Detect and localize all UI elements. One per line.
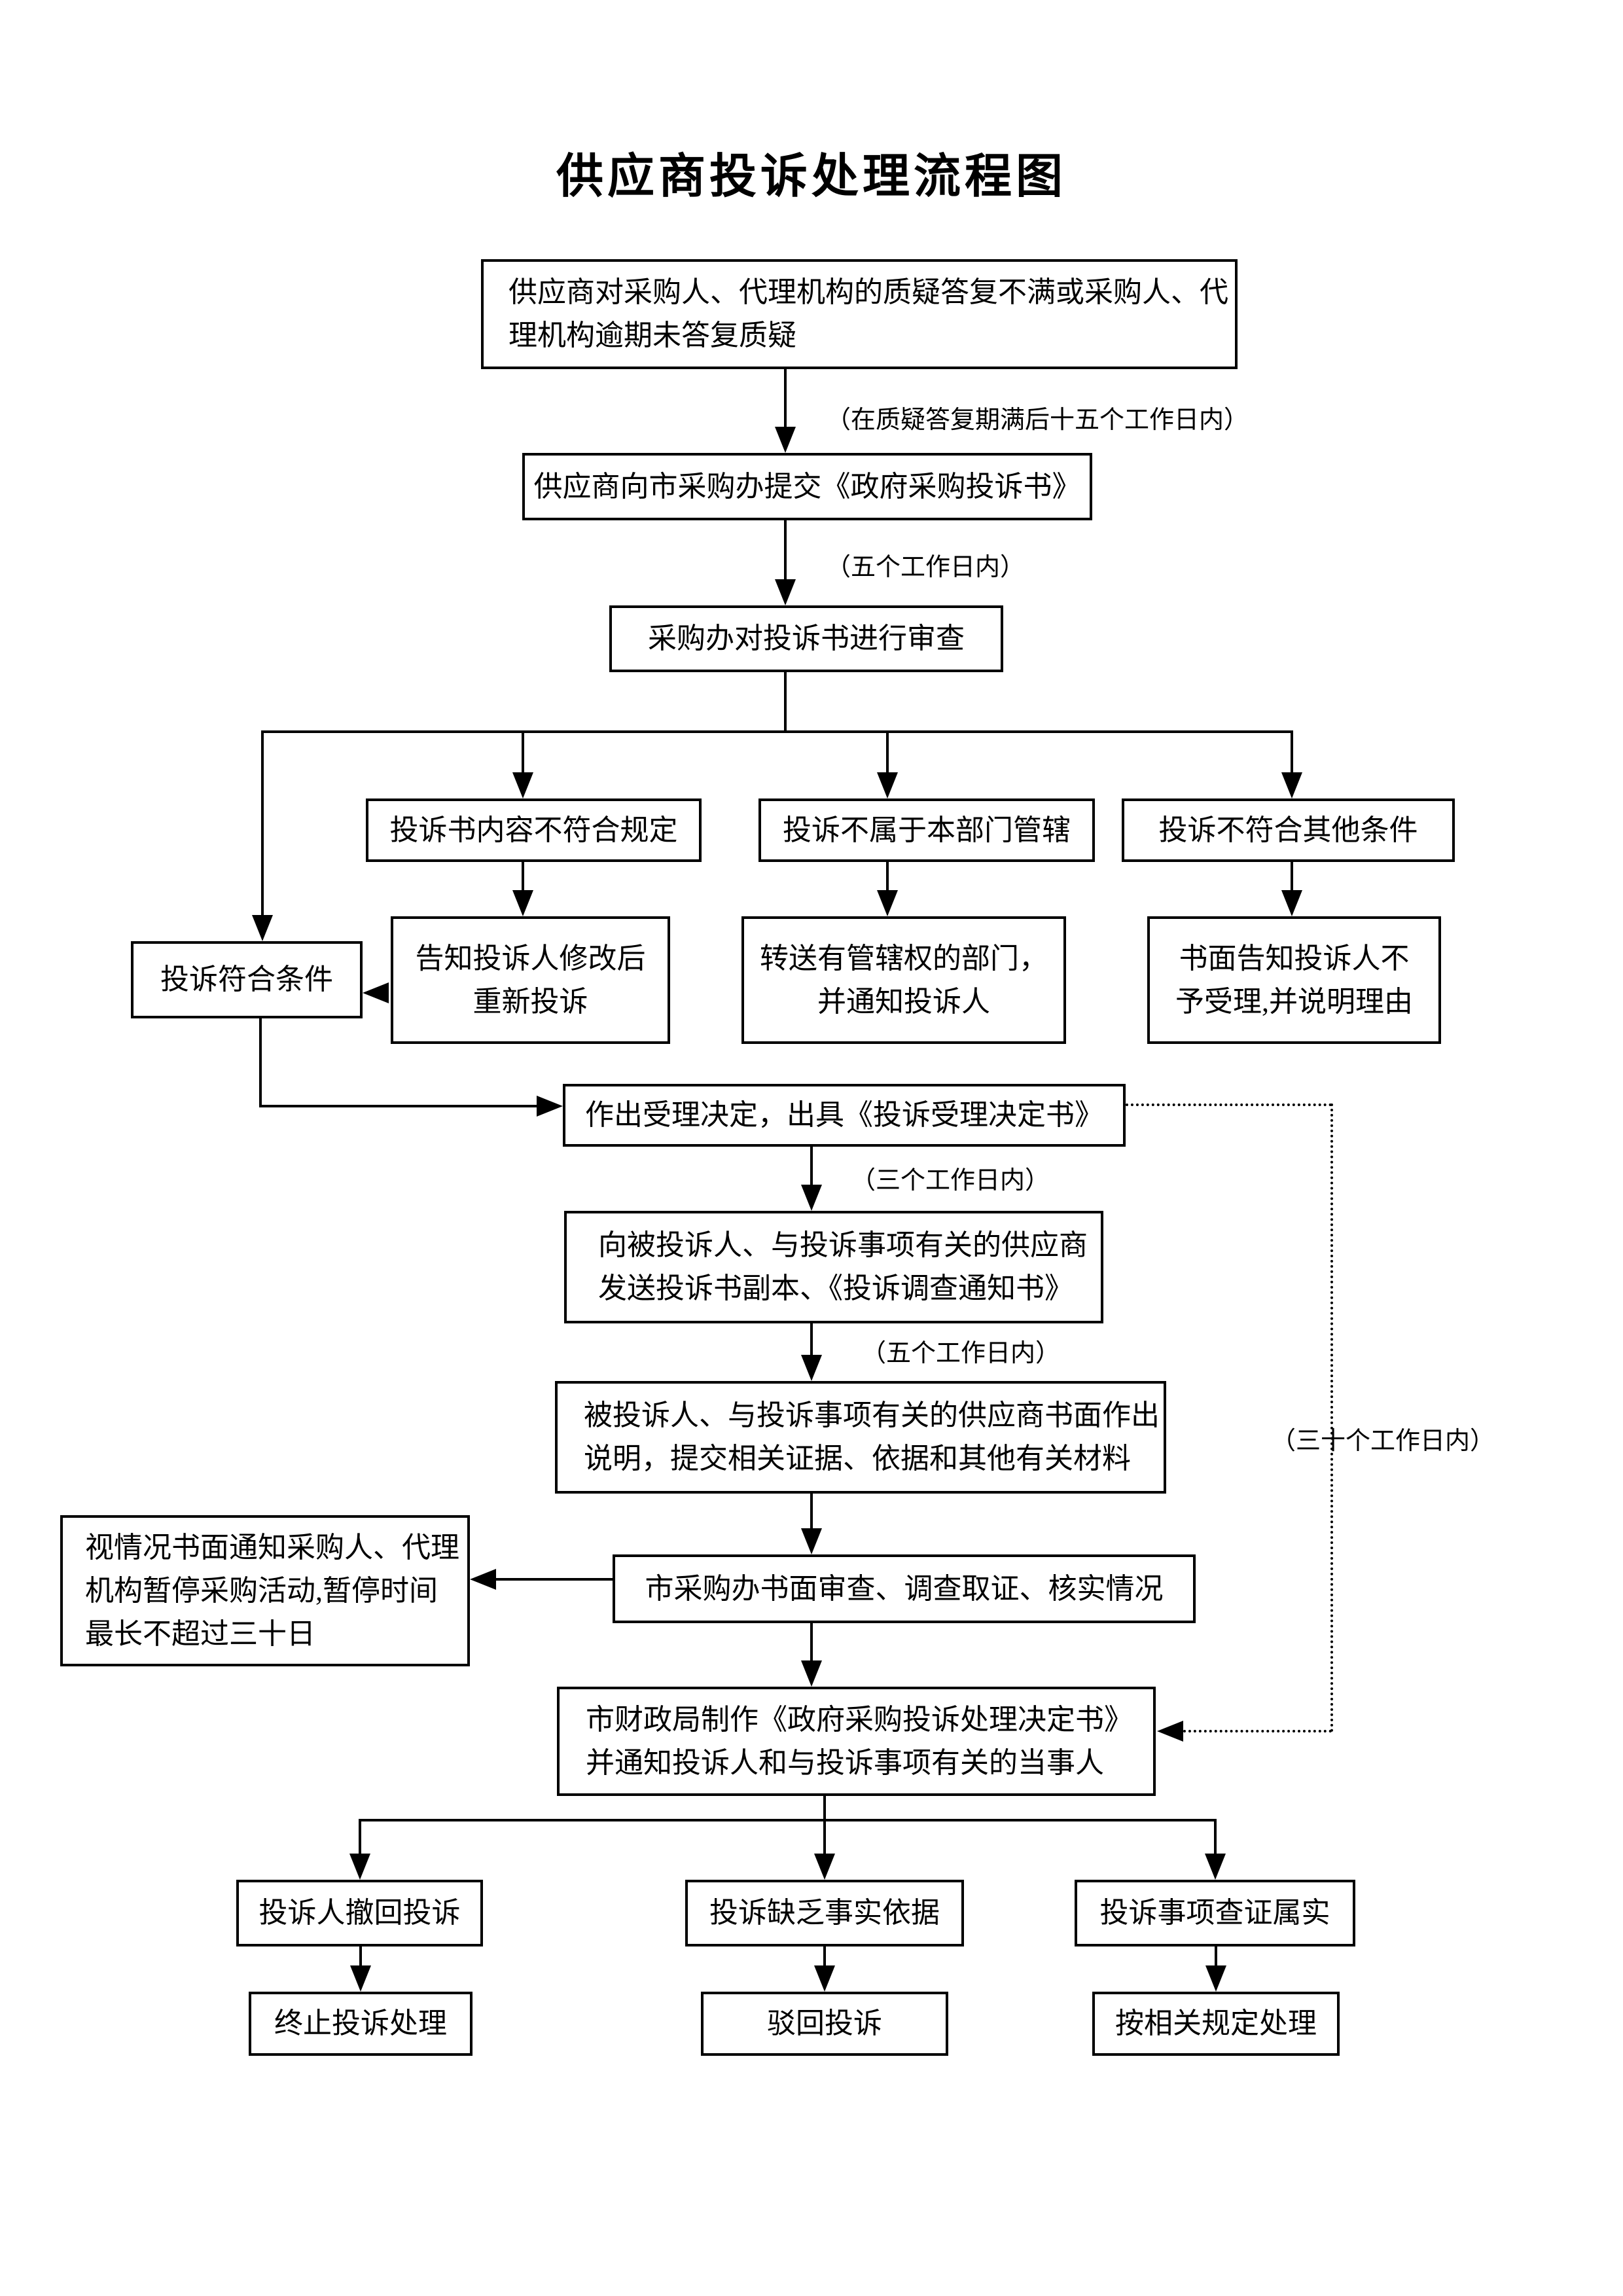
edge-explain-investigate — [810, 1494, 813, 1528]
edge-accept-send — [810, 1147, 813, 1185]
edge-meets-accept-h — [259, 1105, 537, 1107]
arrowhead-lack-dismiss — [814, 1965, 835, 1992]
arrowhead-verified-handle — [1205, 1965, 1226, 1992]
edge-branch-meets — [261, 730, 264, 915]
arrowhead-branch-withdraw — [349, 1854, 370, 1880]
edge-submit-review — [784, 520, 787, 579]
edge-label-five-days-b: （五个工作日内） — [861, 1340, 1061, 1367]
arrowhead-nonconforming-modify — [512, 890, 533, 916]
arrowhead-jurisdiction-transfer — [877, 890, 898, 916]
edge-investigate-suspend — [495, 1578, 613, 1581]
edge-branch-lack — [823, 1819, 826, 1854]
edge-label-fifteen-days: （在质疑答复期满后十五个工作日内） — [826, 406, 1249, 434]
node-not-jurisdiction: 投诉不属于本部门管辖 — [758, 798, 1095, 862]
arrowhead-other-rejection — [1281, 890, 1302, 916]
edge-label-three-days: （三个工作日内） — [851, 1167, 1050, 1194]
node-other-conditions: 投诉不符合其他条件 — [1122, 798, 1455, 862]
node-complaint-meets-conditions: 投诉符合条件 — [131, 941, 363, 1018]
edge-meets-accept-v — [259, 1018, 262, 1107]
arrowhead-dotted-decision — [1157, 1721, 1183, 1742]
edge-nonconforming-modify — [522, 862, 524, 890]
arrowhead-branch-jurisdiction — [877, 772, 898, 798]
node-send-copies: 向被投诉人、与投诉事项有关的供应商 发送投诉书副本、《投诉调查通知书》 — [564, 1211, 1103, 1323]
arrowhead-withdraw-terminate — [350, 1965, 371, 1992]
arrowhead-branch-lack — [814, 1854, 835, 1880]
arrowhead-start-submit — [775, 427, 796, 453]
node-lack-evidence: 投诉缺乏事实依据 — [685, 1880, 964, 1946]
edge-other-rejection — [1291, 862, 1293, 890]
branch-line-top — [261, 730, 1293, 733]
arrowhead-branch-verified — [1205, 1854, 1226, 1880]
edge-label-five-days-a: （五个工作日内） — [826, 554, 1026, 581]
arrowhead-explain-investigate — [801, 1528, 822, 1554]
edge-label-thirty-days: （三十个工作日内） — [1271, 1427, 1495, 1455]
node-start-line2: 理机构逾期未答复质疑 — [508, 319, 796, 351]
node-transfer-department: 转送有管辖权的部门， 并通知投诉人 — [741, 916, 1066, 1044]
edge-decision-branch — [823, 1796, 826, 1821]
edge-branch-verified — [1214, 1819, 1217, 1854]
edge-branch-nonconforming — [522, 730, 524, 772]
edge-branch-withdraw — [359, 1819, 361, 1854]
node-review: 采购办对投诉书进行审查 — [609, 605, 1003, 672]
arrowhead-meets-accept — [537, 1096, 563, 1117]
arrowhead-branch-nonconforming — [512, 772, 533, 798]
dotted-edge-accept-v — [1330, 1103, 1333, 1732]
node-content-nonconforming: 投诉书内容不符合规定 — [366, 798, 702, 862]
node-written-rejection: 书面告知投诉人不 予受理,并说明理由 — [1147, 916, 1441, 1044]
edge-investigate-decision — [810, 1623, 813, 1660]
edge-start-submit — [784, 369, 787, 427]
arrowhead-branch-meets — [252, 915, 273, 941]
arrowhead-investigate-suspend — [470, 1569, 496, 1590]
node-accept-decision: 作出受理决定，出具《投诉受理决定书》 — [563, 1084, 1126, 1147]
dotted-edge-accept-h — [1126, 1103, 1332, 1106]
arrowhead-submit-review — [775, 579, 796, 605]
edge-verified-handle — [1215, 1946, 1217, 1965]
node-suspend-procurement: 视情况书面通知采购人、代理 机构暂停采购活动,暂停时间 最长不超过三十日 — [60, 1515, 470, 1666]
node-handle-per-regulations: 按相关规定处理 — [1092, 1992, 1340, 2056]
arrowhead-send-explain — [801, 1355, 822, 1381]
node-final-decision: 市财政局制作《政府采购投诉处理决定书》 并通知投诉人和与投诉事项有关的当事人 — [557, 1687, 1156, 1796]
node-investigate: 市采购办书面审查、调查取证、核实情况 — [613, 1554, 1196, 1623]
branch-line-bottom — [359, 1819, 1217, 1821]
edge-branch-other — [1291, 730, 1293, 772]
node-withdraw: 投诉人撤回投诉 — [236, 1880, 483, 1946]
node-dismiss: 驳回投诉 — [701, 1992, 948, 2056]
edge-review-branch — [784, 672, 787, 733]
node-notify-modify: 告知投诉人修改后 重新投诉 — [391, 916, 670, 1044]
node-respondent-explain: 被投诉人、与投诉事项有关的供应商书面作出 说明，提交相关证据、依据和其他有关材料 — [555, 1381, 1166, 1494]
arrowhead-investigate-decision — [801, 1660, 822, 1687]
edge-jurisdiction-transfer — [886, 862, 889, 890]
arrowhead-modify-meets — [363, 982, 389, 1003]
node-start-line1: 供应商对采购人、代理机构的质疑答复不满或采购人、代 — [508, 276, 1228, 308]
arrowhead-branch-other — [1281, 772, 1302, 798]
edge-send-explain — [810, 1323, 813, 1355]
page-title: 供应商投诉处理流程图 — [556, 151, 1067, 203]
node-submit-complaint: 供应商向市采购办提交《政府采购投诉书》 — [522, 453, 1092, 520]
arrowhead-accept-send — [801, 1185, 822, 1211]
node-start: 供应商对采购人、代理机构的质疑答复不满或采购人、代 理机构逾期未答复质疑 — [481, 259, 1238, 369]
node-terminate: 终止投诉处理 — [249, 1992, 473, 2056]
node-verified: 投诉事项查证属实 — [1075, 1880, 1355, 1946]
edge-lack-dismiss — [823, 1946, 826, 1965]
edge-branch-jurisdiction — [886, 730, 889, 772]
edge-withdraw-terminate — [359, 1946, 362, 1965]
dotted-edge-accept-h2 — [1183, 1730, 1332, 1732]
